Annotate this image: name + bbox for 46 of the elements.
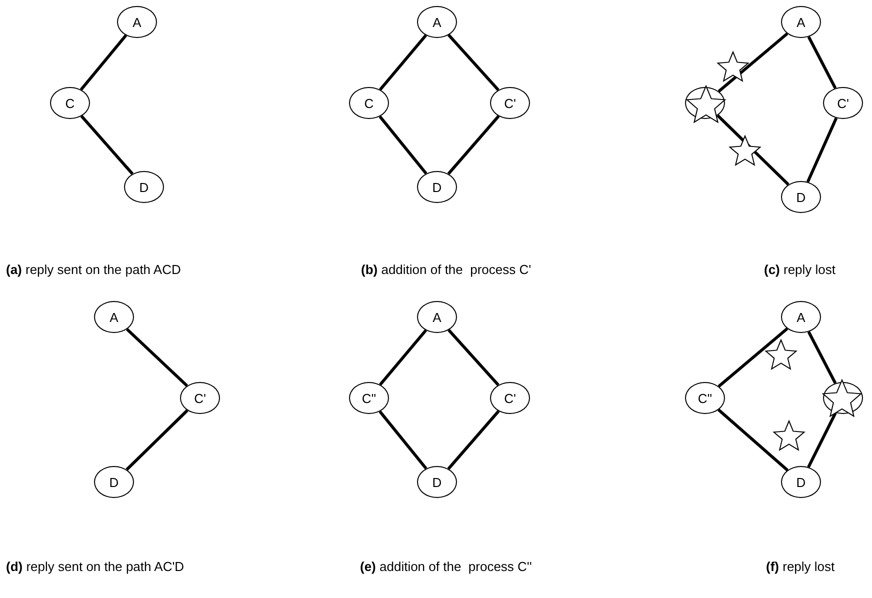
connector-line: [807, 412, 837, 468]
process-ellipse: D: [124, 171, 164, 203]
connector-line: [718, 408, 788, 472]
connector-line: [126, 409, 188, 471]
process-ellipse: A: [417, 6, 457, 38]
connector-line: [447, 115, 500, 175]
panel-caption: (c) reply lost: [764, 262, 836, 277]
process-ellipse: C'': [685, 382, 725, 414]
process-ellipse: A: [781, 301, 821, 333]
process-ellipse: C: [50, 87, 90, 119]
connector-line: [379, 34, 427, 91]
panel-caption: (d) reply sent on the path AC'D: [6, 559, 184, 574]
connector-line: [806, 117, 838, 183]
process-ellipse: A: [781, 6, 821, 38]
connector-line: [379, 329, 427, 386]
connector-line: [448, 328, 500, 386]
process-ellipse: C': [490, 382, 530, 414]
panel-caption: (b) addition of the process C': [361, 262, 532, 277]
connector-line: [718, 32, 788, 93]
process-ellipse: D: [417, 171, 457, 203]
connector-line: [378, 410, 428, 470]
connector-line: [448, 34, 500, 92]
panel-caption: (a) reply sent on the path ACD: [6, 262, 181, 277]
process-ellipse: C': [490, 87, 530, 119]
connector-line: [126, 328, 188, 387]
process-ellipse: D: [94, 466, 134, 498]
process-ellipse: D: [781, 466, 821, 498]
connector-line: [80, 34, 128, 91]
panel-caption: (e) addition of the process C'': [360, 559, 532, 574]
process-ellipse: A: [94, 301, 134, 333]
process-ellipse: D: [781, 181, 821, 213]
process-ellipse: C': [823, 87, 863, 119]
connector-line: [447, 410, 500, 470]
connector-line: [807, 331, 837, 384]
connector-line: [716, 114, 790, 186]
connector-line: [378, 115, 428, 175]
connector-line: [807, 36, 837, 89]
panel-caption: (f) reply lost: [766, 559, 835, 574]
process-ellipse: C': [180, 382, 220, 414]
process-ellipse: A: [417, 301, 457, 333]
process-ellipse: D: [417, 466, 457, 498]
process-ellipse: C: [349, 87, 389, 119]
process-ellipse: A: [117, 6, 157, 38]
process-ellipse: C'': [349, 382, 389, 414]
connector-line: [718, 327, 788, 388]
connector-line: [80, 115, 134, 175]
